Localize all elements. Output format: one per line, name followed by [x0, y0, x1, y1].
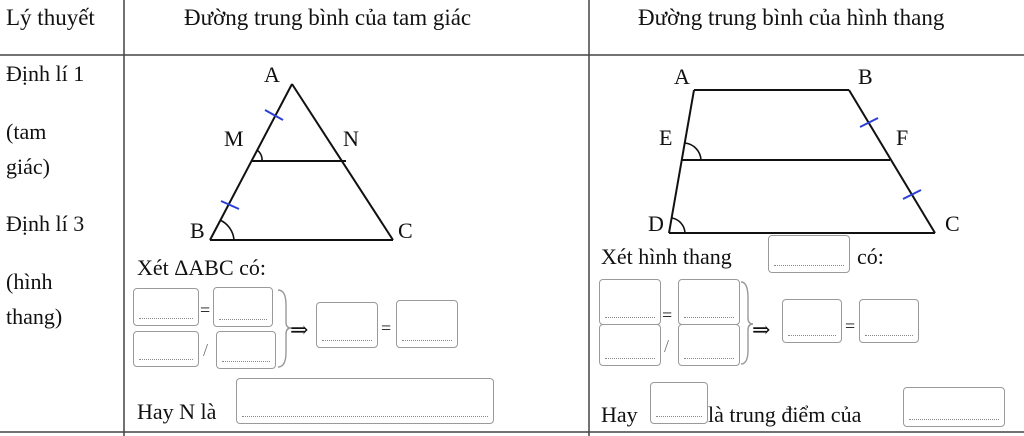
trapezoid-vertex-d: D [648, 211, 664, 236]
triangle-blank-6[interactable] [396, 300, 458, 348]
trapezoid-vertex-c: C [945, 211, 960, 236]
triangle-vertex-b: B [190, 218, 205, 243]
triangle-blank-4[interactable] [216, 331, 276, 369]
trapezoid-blank-5[interactable] [782, 299, 842, 343]
trapezoid-blank-6[interactable] [859, 299, 919, 343]
trapezoid-point-e: E [659, 125, 673, 150]
triangle-vertex-c: C [398, 218, 413, 243]
theorem-3-label: Định lí 3 [6, 211, 85, 236]
theorem-1-note-a: (tam [6, 119, 47, 144]
header-theory: Lý thuyết [6, 5, 95, 30]
trapezoid-consider-suffix: có: [857, 244, 884, 269]
trapezoid-name-blank[interactable] [768, 235, 850, 273]
trapezoid-point-blank[interactable] [650, 382, 708, 424]
triangle-blank-2[interactable] [213, 287, 273, 327]
trapezoid-vertex-b: B [858, 64, 873, 89]
theorem-1-note-b: giác) [6, 154, 50, 179]
trapezoid-blank-3[interactable] [599, 324, 661, 366]
triangle-equals-2: = [381, 318, 392, 338]
triangle-point-n: N [343, 126, 359, 151]
trapezoid-blank-2[interactable] [678, 279, 740, 325]
theorem-3-note-a: (hình [6, 269, 53, 294]
trapezoid-consider-text: Xét hình thang [601, 244, 732, 269]
triangle-vertex-a: A [264, 62, 280, 87]
triangle-consider-text: Xét ΔABC có: [137, 255, 267, 280]
trapezoid-conclusion-prefix: Hay [601, 402, 638, 427]
header-trapezoid-midline: Đường trung bình của hình thang [638, 5, 945, 30]
trapezoid-parallel-sign: / [664, 336, 670, 356]
triangle-equals-1: = [200, 300, 211, 320]
triangle-blank-3[interactable] [133, 331, 199, 367]
trapezoid-implies-arrow: ⇒ [752, 317, 771, 342]
trapezoid-equals-2: = [845, 316, 856, 336]
triangle-blank-5[interactable] [316, 302, 378, 348]
trapezoid-point-f: F [896, 125, 909, 150]
triangle-blank-1[interactable] [133, 288, 199, 326]
trapezoid-equals-1: = [662, 305, 673, 325]
triangle-conclusion-text: Hay N là [137, 399, 217, 424]
triangle-implies-arrow: ⇒ [290, 317, 309, 342]
triangle-point-m: M [224, 126, 244, 151]
triangle-conclusion-blank[interactable] [236, 378, 494, 424]
trapezoid-conclusion-middle: là trung điểm của [708, 402, 862, 427]
theorem-1-label: Định lí 1 [6, 61, 85, 86]
header-triangle-midline: Đường trung bình của tam giác [184, 5, 472, 30]
trapezoid-segment-blank[interactable] [903, 387, 1005, 427]
trapezoid-vertex-a: A [674, 64, 690, 89]
triangle-parallel-sign: / [203, 340, 209, 360]
theorem-3-note-b: thang) [6, 304, 63, 329]
trapezoid-blank-4[interactable] [678, 324, 740, 366]
